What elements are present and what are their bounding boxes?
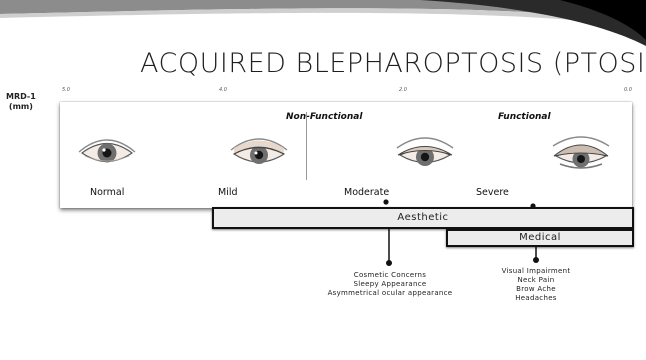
medical-concern-item: Headaches (476, 294, 596, 303)
mrd-tick: 2.0 (399, 87, 407, 93)
medical-concern-item: Visual Impairment (476, 267, 596, 276)
mrd-tick: 0.0 (624, 87, 632, 93)
severity-panel: Non-Functional Functional (60, 102, 632, 208)
eye-normal-image (76, 130, 138, 172)
medical-bar: Medical (446, 229, 634, 247)
aesthetic-concern-item: Asymmetrical ocular appearance (300, 289, 480, 298)
aesthetic-concern-item: Cosmetic Concerns (300, 271, 480, 280)
mrd-axis-label: MRD-1 (mm) (6, 92, 36, 112)
severity-label-severe: Severe (476, 187, 509, 198)
mrd-tick: 4.0 (219, 87, 227, 93)
severity-label-moderate: Moderate (344, 187, 389, 198)
eye-severe-image (550, 130, 612, 172)
aesthetic-concern-item: Sleepy Appearance (300, 280, 480, 289)
medical-concern-item: Brow Ache (476, 285, 596, 294)
functional-label: Functional (498, 112, 551, 122)
medical-concern-item: Neck Pain (476, 276, 596, 285)
aesthetic-concerns-list: Cosmetic Concerns Sleepy Appearance Asym… (300, 271, 480, 298)
aesthetic-bar: Aesthetic (212, 207, 634, 229)
mrd-label-line2: (mm) (6, 102, 36, 112)
aesthetic-connector-dot (386, 260, 392, 266)
medical-connector-dot (533, 257, 539, 263)
eye-mild-image (228, 130, 290, 172)
medical-concerns-list: Visual Impairment Neck Pain Brow Ache He… (476, 267, 596, 303)
severity-label-normal: Normal (90, 187, 124, 198)
mrd-tick: 5.0 (62, 87, 70, 93)
category-divider (306, 112, 307, 180)
mrd-label-line1: MRD-1 (6, 92, 36, 102)
non-functional-label: Non-Functional (286, 112, 362, 122)
slide-title: ACQUIRED BLEPHAROPTOSIS (PTOSIS) (140, 48, 636, 79)
severity-label-mild: Mild (218, 187, 238, 198)
eye-moderate-image (394, 130, 456, 172)
